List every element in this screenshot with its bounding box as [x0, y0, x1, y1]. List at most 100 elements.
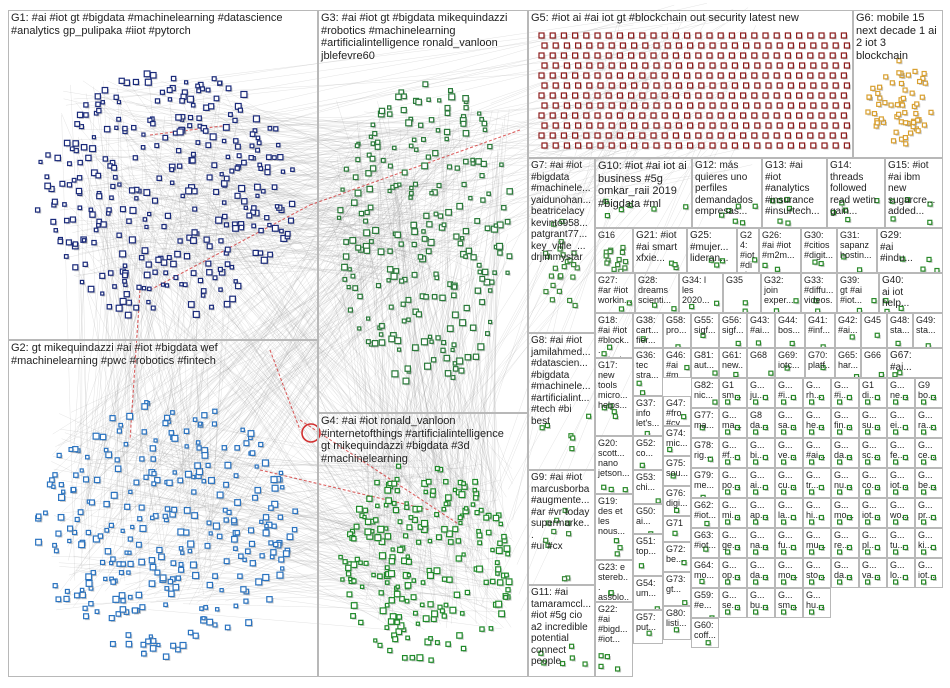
edge	[179, 269, 419, 520]
graph-node	[400, 106, 407, 114]
graph-node	[138, 254, 145, 261]
graph-node	[149, 71, 157, 79]
edge	[179, 191, 365, 575]
edge	[130, 432, 512, 539]
graph-node	[808, 459, 815, 465]
graph-node	[126, 412, 134, 420]
graph-node	[58, 493, 66, 502]
graph-node	[83, 102, 89, 108]
graph-node	[709, 102, 716, 109]
graph-node	[337, 207, 344, 214]
graph-node	[892, 579, 899, 585]
group-panel-g81: G81: aut...	[691, 348, 719, 378]
graph-node	[183, 428, 190, 435]
graph-node	[91, 135, 97, 140]
graph-node	[363, 247, 371, 254]
group-panel-small: G... na...	[747, 528, 775, 558]
group-nodes	[856, 297, 878, 312]
edge	[106, 87, 648, 169]
graph-node	[712, 370, 718, 376]
graph-node	[352, 285, 359, 291]
graph-node	[405, 554, 410, 559]
graph-node	[430, 488, 436, 494]
edge	[165, 282, 386, 500]
group-panel-g49: G49: sta...	[913, 313, 943, 348]
edge	[364, 37, 664, 592]
graph-node	[280, 566, 285, 571]
graph-node	[421, 235, 428, 242]
graph-node	[615, 262, 621, 268]
graph-node	[174, 250, 181, 258]
group-panel-small: G9 bo...	[915, 378, 943, 408]
graph-node	[226, 509, 232, 515]
edge	[150, 199, 489, 208]
graph-node	[435, 534, 442, 541]
edge	[129, 252, 369, 492]
graph-node	[907, 130, 914, 136]
edge	[373, 125, 764, 268]
graph-node	[731, 122, 738, 129]
edge	[446, 179, 500, 605]
graph-node	[460, 120, 467, 127]
graph-node	[187, 629, 194, 636]
group-nodes	[640, 336, 647, 343]
graph-node	[619, 62, 627, 69]
graph-node	[541, 62, 548, 69]
group-label: G... tu...	[890, 530, 906, 550]
group-panel-g47: G47: #fro #cy...	[663, 396, 691, 426]
edge	[121, 96, 395, 588]
edge	[100, 276, 138, 569]
graph-node	[343, 239, 350, 245]
graph-node	[807, 32, 814, 39]
graph-node	[115, 611, 122, 617]
graph-node	[664, 142, 671, 149]
graph-node	[206, 174, 213, 181]
graph-node	[185, 187, 193, 195]
graph-node	[446, 576, 453, 583]
graph-node	[840, 32, 847, 39]
graph-node	[453, 591, 461, 599]
group-label: G... mi...	[722, 500, 739, 520]
graph-node	[133, 304, 140, 311]
edge	[106, 217, 468, 243]
graph-node	[920, 459, 927, 465]
graph-node	[79, 587, 85, 593]
group-label: G27: #ar #iot workin...	[598, 275, 632, 305]
graph-node	[916, 78, 923, 85]
group-label: G... #ai...	[806, 440, 826, 460]
edge	[175, 85, 371, 142]
edge	[402, 168, 739, 221]
edge	[229, 178, 430, 181]
graph-node	[865, 109, 871, 115]
group-label: G32: join exper...	[764, 275, 794, 305]
graph-node	[808, 579, 815, 585]
graph-node	[614, 666, 621, 672]
group-panel-g40: G40: ai iot help...	[879, 273, 943, 313]
graph-node	[752, 203, 758, 209]
graph-node	[93, 476, 101, 484]
graph-node	[543, 537, 549, 543]
graph-node	[920, 429, 927, 435]
group-label: G... mo...	[834, 500, 855, 520]
group-panel-g8: G8: #ai #iot jamilahmed... #datascien...…	[528, 333, 595, 470]
graph-node	[229, 295, 236, 303]
graph-node	[190, 102, 196, 108]
edge	[147, 470, 474, 596]
edge	[101, 267, 144, 545]
graph-node	[650, 32, 657, 39]
group-label: G... bi...	[750, 440, 765, 460]
graph-node	[608, 102, 615, 109]
edge	[90, 151, 162, 560]
graph-node	[431, 293, 438, 300]
edge	[208, 101, 238, 563]
group-label: G19: des et les nous...	[598, 496, 626, 536]
graph-node	[387, 647, 393, 654]
group-panel-small: G... bu...	[747, 588, 775, 618]
graph-node	[90, 569, 96, 576]
graph-node	[410, 221, 418, 229]
graph-node	[448, 93, 456, 101]
graph-node	[627, 32, 635, 39]
edge	[147, 148, 486, 417]
graph-node	[252, 115, 260, 123]
edge	[197, 216, 471, 274]
